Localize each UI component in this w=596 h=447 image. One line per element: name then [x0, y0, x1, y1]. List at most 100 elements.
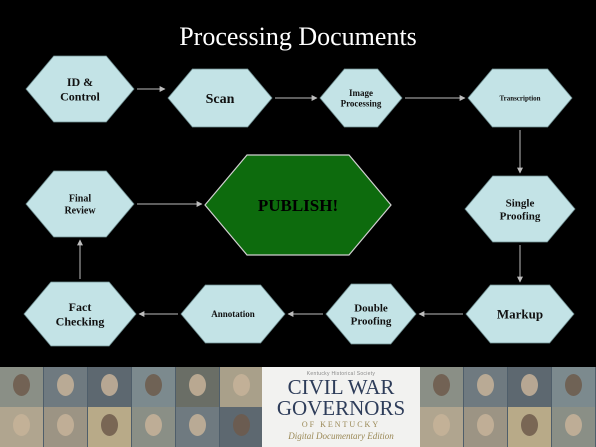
node-label-publish: PUBLISH! — [258, 196, 338, 215]
logo-line-1: CIVIL WAR — [287, 375, 395, 399]
node-label-line: Processing — [341, 99, 382, 109]
node-label-line: Image — [349, 88, 373, 98]
node-shape-annotation — [180, 284, 286, 344]
portrait-face — [565, 414, 582, 436]
portrait-tile — [0, 407, 43, 447]
portrait-tile — [176, 367, 219, 407]
portrait-tile — [88, 407, 131, 447]
logo-line-2: GOVERNORS — [276, 396, 406, 420]
node-shape-single-proofing — [464, 175, 576, 243]
node-label-transcription: Transcription — [499, 94, 540, 102]
node-transcription: Transcription — [467, 68, 573, 128]
portrait-tile — [464, 367, 507, 407]
node-label-id-control: ID &Control — [60, 75, 100, 103]
node-label-line: Scan — [206, 92, 235, 107]
logo-society: Kentucky Historical Society — [306, 371, 376, 377]
node-label-line: Single — [506, 197, 535, 209]
portrait-collage-left — [0, 367, 263, 447]
portrait-face — [101, 414, 118, 436]
portrait-face — [57, 374, 74, 396]
node-label-line: Annotation — [211, 309, 255, 319]
node-shape-fact-checking — [23, 281, 137, 347]
portrait-tile — [508, 407, 551, 447]
portrait-tile — [0, 367, 43, 407]
portrait-face — [477, 414, 494, 436]
node-label-scan: Scan — [206, 92, 235, 107]
portrait-face — [13, 374, 30, 396]
node-markup: Markup — [465, 284, 575, 344]
node-label-line: Checking — [56, 314, 105, 328]
edges-layer — [77, 86, 523, 317]
portrait-tile — [176, 407, 219, 447]
portrait-face — [101, 374, 118, 396]
portrait-face — [521, 414, 538, 436]
portrait-tile — [552, 407, 595, 447]
portrait-tile — [44, 367, 87, 407]
node-shape-transcription — [467, 68, 573, 128]
logo-line-4: Digital Documentary Edition — [288, 431, 394, 441]
slide-title: Processing Documents — [179, 22, 417, 51]
node-shape-markup — [465, 284, 575, 344]
node-scan: Scan — [167, 68, 273, 128]
node-shape-publish — [204, 154, 392, 256]
portrait-tile — [420, 367, 463, 407]
node-label-line: Markup — [497, 307, 543, 322]
portrait-tile — [220, 407, 263, 447]
node-shape-final-review — [25, 170, 135, 238]
portrait-face — [145, 374, 162, 396]
node-label-annotation: Annotation — [211, 309, 255, 319]
node-label-line: PUBLISH! — [258, 196, 338, 215]
node-label-line: Review — [64, 206, 96, 217]
portrait-face — [189, 374, 206, 396]
portrait-tile — [464, 407, 507, 447]
node-label-line: Double — [354, 302, 388, 314]
portrait-tile — [132, 407, 175, 447]
portrait-face — [189, 414, 206, 436]
node-label-line: ID & — [67, 75, 93, 89]
project-logo: Kentucky Historical Society CIVIL WAR GO… — [262, 367, 420, 447]
node-shape-double-proofing — [325, 283, 417, 345]
node-label-markup: Markup — [497, 307, 543, 322]
node-label-line: Control — [60, 89, 100, 103]
portrait-face — [565, 374, 582, 396]
node-label-line: Final — [69, 194, 91, 205]
footer-banner: Kentucky Historical Society CIVIL WAR GO… — [0, 367, 596, 447]
portrait-face — [477, 374, 494, 396]
portrait-tile — [420, 407, 463, 447]
portrait-collage-right — [420, 367, 596, 447]
portrait-face — [233, 374, 250, 396]
portrait-tile — [132, 367, 175, 407]
portrait-tile — [552, 367, 595, 407]
logo-line-3: OF KENTUCKY — [301, 420, 381, 429]
portrait-tile — [220, 367, 263, 407]
portrait-face — [433, 414, 450, 436]
portrait-tile — [44, 407, 87, 447]
node-label-line: Fact — [69, 300, 92, 314]
node-shape-image-processing — [319, 68, 403, 128]
portrait-tile — [88, 367, 131, 407]
node-shape-id-control — [25, 55, 135, 123]
node-publish: PUBLISH! — [204, 154, 392, 256]
node-shape-scan — [167, 68, 273, 128]
node-label-line: Proofing — [500, 210, 541, 222]
portrait-face — [145, 414, 162, 436]
portrait-face — [57, 414, 74, 436]
portrait-face — [233, 414, 250, 436]
portrait-face — [433, 374, 450, 396]
portrait-face — [521, 374, 538, 396]
node-id-control: ID &Control — [25, 55, 135, 123]
node-annotation: Annotation — [180, 284, 286, 344]
